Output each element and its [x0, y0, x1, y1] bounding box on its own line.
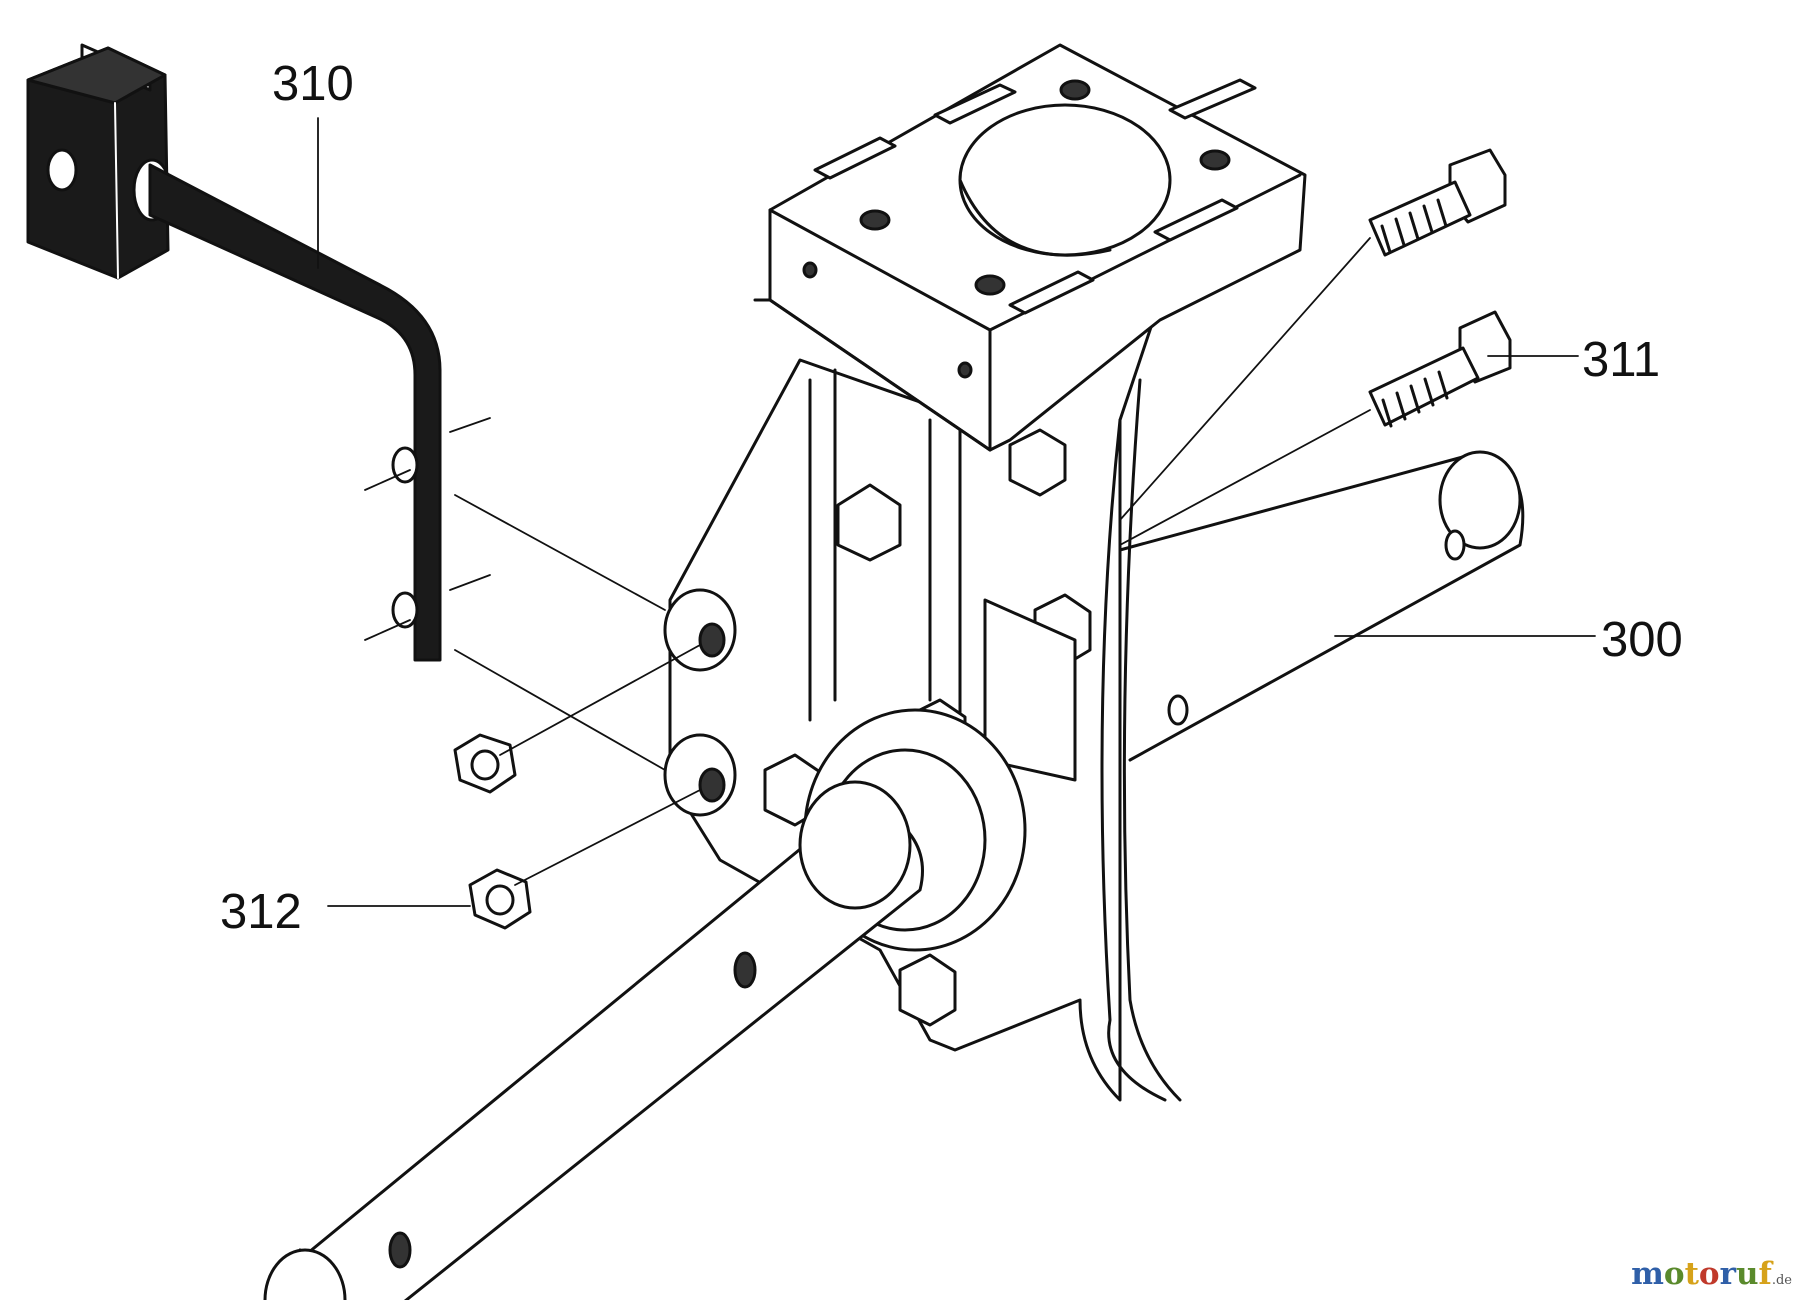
watermark-letter: r — [1719, 1256, 1736, 1292]
watermark-logo: motoruf.de — [1631, 1256, 1792, 1292]
callout-300: 300 — [1601, 613, 1683, 667]
callout-311: 311 — [1582, 333, 1661, 387]
watermark-letter: o — [1698, 1256, 1720, 1292]
bolt-part — [1368, 148, 1512, 428]
rear-shaft — [1118, 450, 1525, 762]
watermark-letter: t — [1684, 1256, 1699, 1292]
assembly-lines — [364, 237, 1371, 886]
nut-part — [453, 733, 532, 930]
front-shaft — [263, 780, 924, 1300]
watermark-letter: u — [1735, 1256, 1759, 1292]
watermark-letter: f — [1758, 1256, 1772, 1292]
callout-310: 310 — [272, 57, 354, 111]
watermark-letter: o — [1663, 1256, 1685, 1292]
watermark-letter: m — [1631, 1256, 1664, 1292]
callout-312: 312 — [220, 885, 302, 939]
watermark-suffix: .de — [1771, 1273, 1792, 1288]
bracket-part — [26, 43, 442, 662]
leader-lines — [317, 117, 1596, 907]
